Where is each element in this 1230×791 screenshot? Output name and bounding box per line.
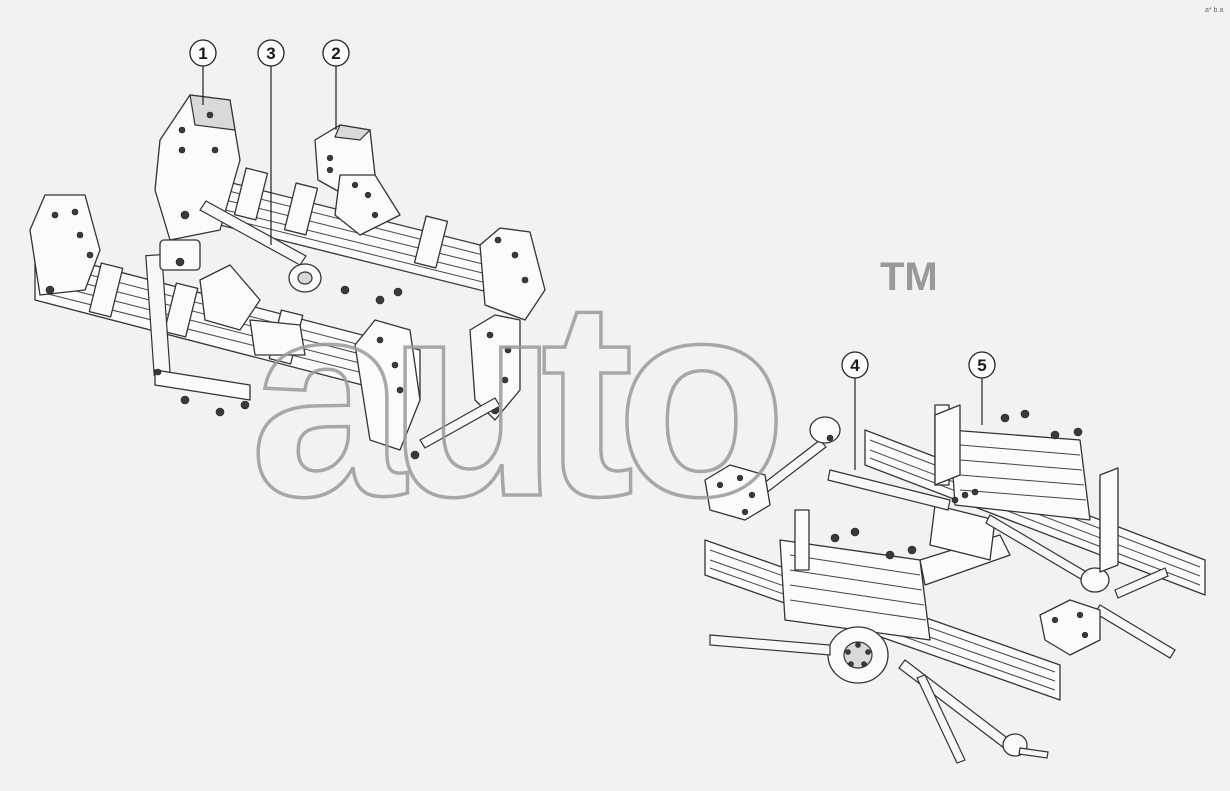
svg-text:auto: auto (250, 243, 778, 555)
svg-text:1: 1 (198, 44, 207, 63)
center-spring-mount (154, 264, 306, 417)
svg-text:3: 3 (266, 44, 275, 63)
callout-4: 4 (841, 351, 869, 470)
callout-2: 2 (322, 39, 350, 130)
callout-1: 1 (189, 39, 217, 105)
spring-hanger-lower-right (419, 314, 521, 449)
front-suspension-assembly (29, 94, 546, 460)
spring-hanger-rear-right (479, 227, 546, 321)
spring-bracket-1 (154, 94, 241, 241)
svg-text:4: 4 (850, 356, 860, 375)
upright-bracket (934, 404, 1119, 573)
spring-bracket-front-left (29, 194, 101, 296)
lower-torque-rods (709, 634, 1049, 764)
torque-rod-4 (704, 416, 951, 521)
torque-rod-3 (199, 200, 322, 293)
svg-text:2: 2 (331, 44, 340, 63)
rear-leaf-spring-front (704, 509, 1061, 701)
spring-bracket-lower-rear (354, 319, 421, 460)
svg-text:TM: TM (880, 255, 938, 299)
callout-5: 5 (968, 351, 996, 425)
cross-member (919, 488, 1011, 586)
rear-bogie-assembly (704, 404, 1206, 764)
axle-hub (827, 626, 889, 684)
corner-mark: a* b a (1205, 7, 1223, 14)
callout-3: 3 (257, 39, 285, 245)
svg-text:5: 5 (977, 356, 986, 375)
watermark: auto TM (248, 241, 938, 557)
shock-mount-bracket-2 (314, 124, 401, 236)
leaf-spring-upper (199, 167, 521, 301)
torque-rod-right (985, 514, 1176, 659)
